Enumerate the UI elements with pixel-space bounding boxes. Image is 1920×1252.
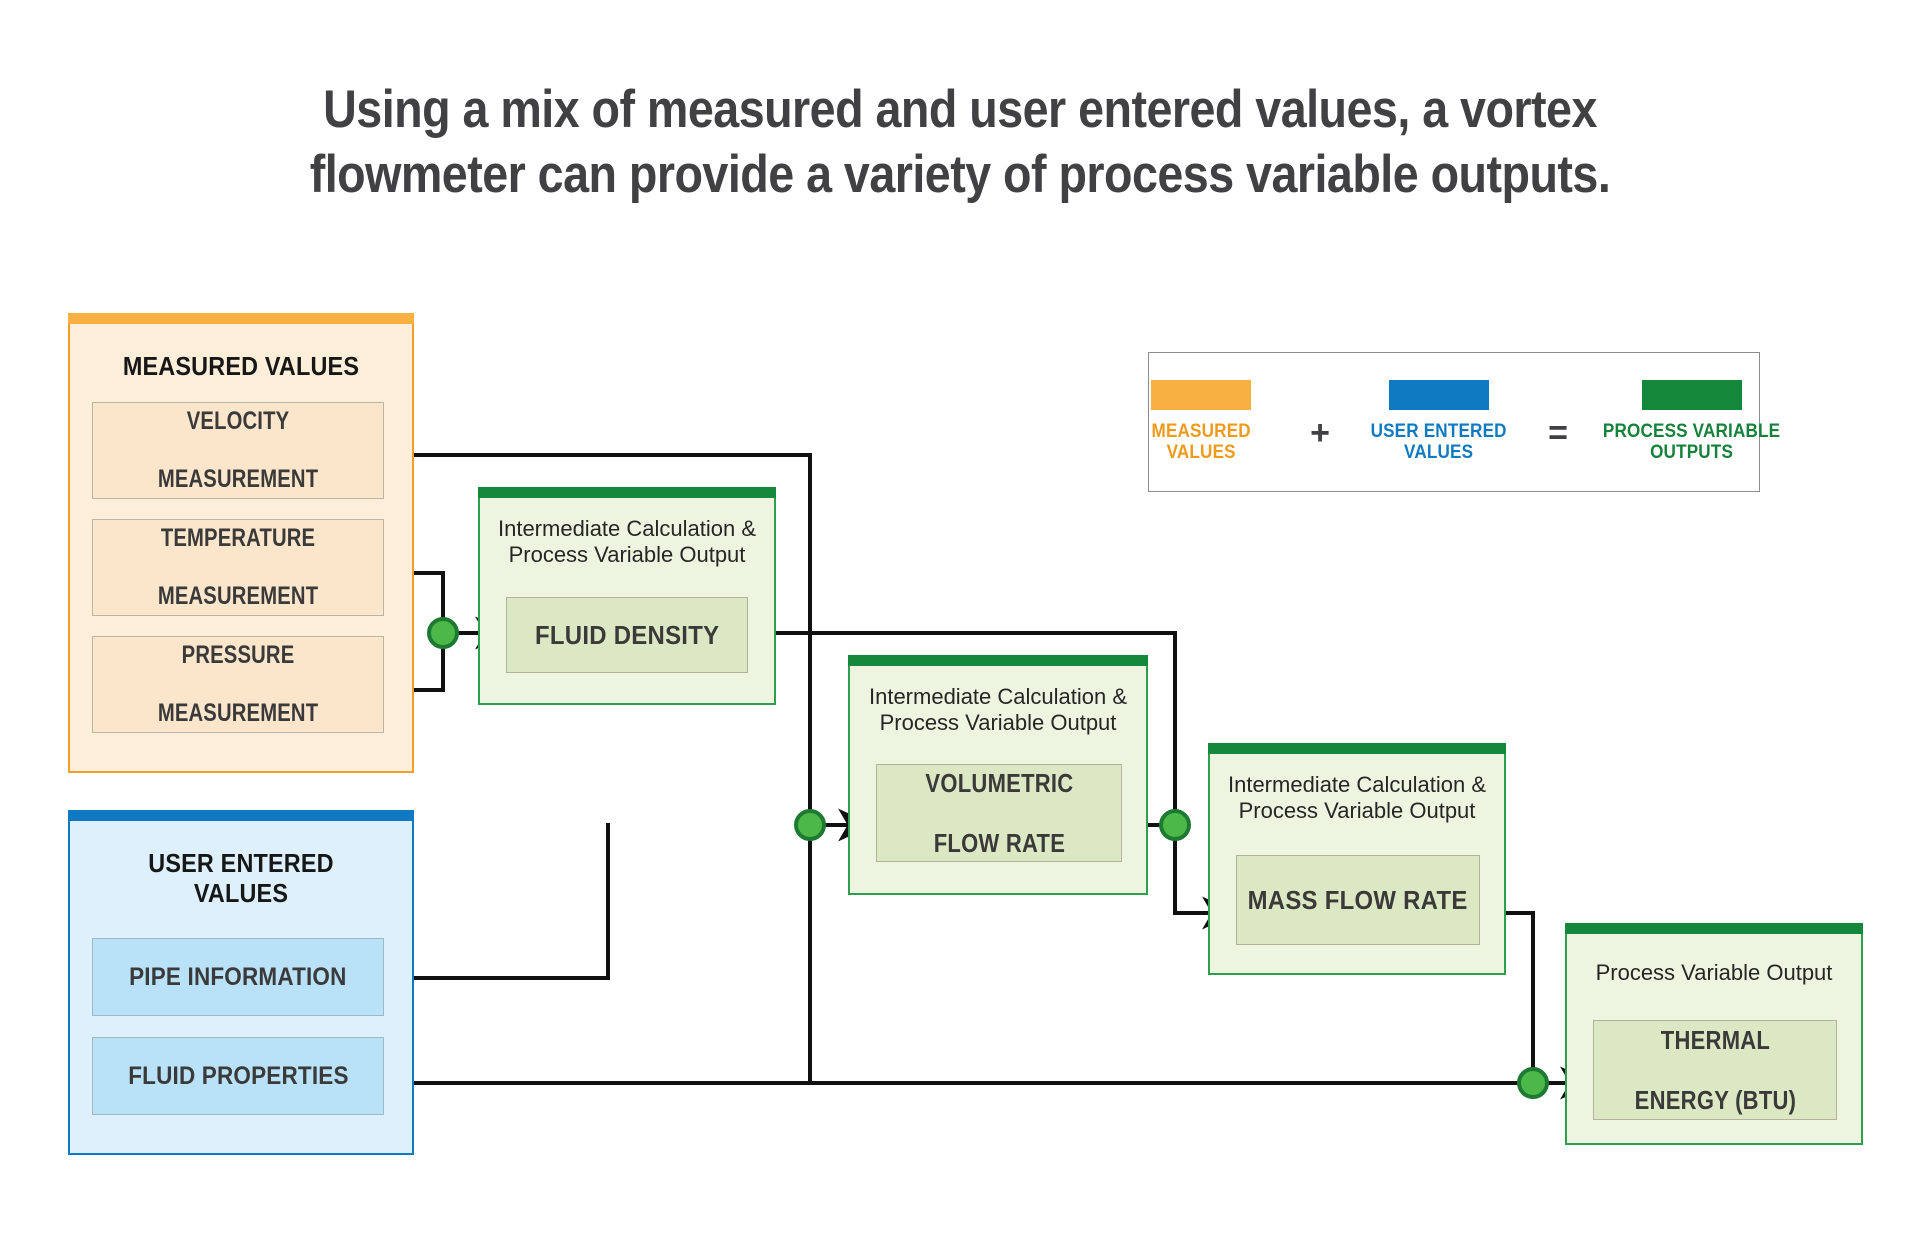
legend-item-measured-label: MEASURED VALUES <box>1151 421 1251 464</box>
volumetric-flow-rate-caption-line1: Intermediate Calculation & <box>868 684 1128 709</box>
measured-item-pressure-line2: MEASUREMENT <box>157 699 319 727</box>
thermal-energy-value: THERMAL ENERGY (BTU) <box>1593 1020 1837 1120</box>
fluid-density-value-text: FLUID DENSITY <box>534 619 720 650</box>
thermal-energy-value-line2: ENERGY (BTU) <box>1634 1085 1796 1116</box>
user-entered-heading-line1: USER ENTERED <box>148 848 334 878</box>
volumetric-flow-rate-value-line2: FLOW RATE <box>933 828 1065 859</box>
legend-item-measured: MEASURED VALUES <box>1111 380 1291 464</box>
legend-entered-line1: USER ENTERED <box>1370 421 1508 443</box>
legend-item-process-output-label: PROCESS VARIABLE OUTPUTS <box>1603 421 1781 464</box>
measured-item-temperature-line2: MEASUREMENT <box>157 582 319 610</box>
measured-values-accent-bar <box>68 313 414 327</box>
volumetric-flow-rate-value-line1: VOLUMETRIC <box>924 767 1074 798</box>
measured-values-group: MEASURED VALUES VELOCITY MEASUREMENT TEM… <box>68 313 414 773</box>
volumetric-flow-rate-caption-line2: Process Variable Output <box>879 710 1117 736</box>
entered-item-pipe-information[interactable]: PIPE INFORMATION <box>92 938 384 1016</box>
thermal-energy-accent-bar <box>1565 923 1863 937</box>
user-entered-swatch <box>1389 380 1489 411</box>
measured-item-pressure[interactable]: PRESSURE MEASUREMENT <box>92 636 384 733</box>
volumetric-flow-rate-value: VOLUMETRIC FLOW RATE <box>876 764 1122 862</box>
fluid-density-value: FLUID DENSITY <box>506 597 748 673</box>
fluid-density-body: Intermediate Calculation & Process Varia… <box>478 498 776 705</box>
fluid-density-caption-line1: Intermediate Calculation & <box>497 516 757 541</box>
user-entered-values-heading: USER ENTERED VALUES <box>87 848 395 908</box>
measured-item-velocity-line1: VELOCITY <box>186 407 290 435</box>
legend-row: MEASURED VALUES + USER ENTERED VALUES = … <box>1111 380 1797 464</box>
entered-item-pipe-information-label: PIPE INFORMATION <box>129 962 347 991</box>
thermal-energy-value-line1: THERMAL <box>1660 1024 1770 1055</box>
mass-flow-rate-caption-line1: Intermediate Calculation & <box>1227 772 1487 797</box>
legend-item-user-entered-label: USER ENTERED VALUES <box>1370 421 1508 464</box>
legend-entered-line2: VALUES <box>1404 442 1474 463</box>
fluid-density-accent-bar <box>478 487 776 501</box>
user-entered-heading-line2: VALUES <box>193 877 289 908</box>
legend-operator-equals: = <box>1548 413 1568 452</box>
wire-pipe-info-to-volumetric <box>393 823 610 980</box>
mass-flow-rate-value-text: MASS FLOW RATE <box>1247 884 1468 915</box>
thermal-energy-body: Process Variable Output THERMAL ENERGY (… <box>1565 934 1863 1145</box>
measured-item-pressure-line1: PRESSURE <box>181 641 295 669</box>
process-card-fluid-density[interactable]: Intermediate Calculation & Process Varia… <box>478 487 776 705</box>
measured-item-velocity[interactable]: VELOCITY MEASUREMENT <box>92 402 384 499</box>
mass-flow-rate-value: MASS FLOW RATE <box>1236 855 1480 945</box>
measured-swatch <box>1151 380 1251 411</box>
fluid-density-caption-line2: Process Variable Output <box>508 542 746 568</box>
legend-measured-line1: MEASURED <box>1151 421 1251 443</box>
entered-item-fluid-properties-label: FLUID PROPERTIES <box>127 1061 349 1090</box>
user-entered-values-group: USER ENTERED VALUES PIPE INFORMATION FLU… <box>68 810 414 1155</box>
mass-flow-rate-caption-line2: Process Variable Output <box>1238 798 1476 824</box>
legend-item-user-entered: USER ENTERED VALUES <box>1349 380 1529 464</box>
process-card-thermal-energy[interactable]: Process Variable Output THERMAL ENERGY (… <box>1565 923 1863 1145</box>
legend-item-process-output: PROCESS VARIABLE OUTPUTS <box>1587 380 1797 464</box>
mass-flow-rate-accent-bar <box>1208 743 1506 757</box>
entered-item-fluid-properties[interactable]: FLUID PROPERTIES <box>92 1037 384 1115</box>
legend-box: MEASURED VALUES + USER ENTERED VALUES = … <box>1148 352 1781 492</box>
measured-values-heading: MEASURED VALUES <box>122 351 360 381</box>
mass-flow-rate-body: Intermediate Calculation & Process Varia… <box>1208 754 1506 975</box>
junction-dot-mass <box>1159 809 1191 841</box>
legend-operator-plus: + <box>1310 413 1330 452</box>
measured-item-temperature-line1: TEMPERATURE <box>160 524 316 552</box>
thermal-energy-caption: Process Variable Output <box>1567 960 1861 986</box>
fluid-density-caption: Intermediate Calculation & Process Varia… <box>480 516 774 569</box>
legend-measured-line2: VALUES <box>1166 442 1236 463</box>
process-output-swatch <box>1642 380 1742 411</box>
process-card-mass-flow-rate[interactable]: Intermediate Calculation & Process Varia… <box>1208 743 1506 975</box>
junction-dot-thermal <box>1517 1067 1549 1099</box>
page-title: Using a mix of measured and user entered… <box>309 80 1611 204</box>
volumetric-flow-rate-body: Intermediate Calculation & Process Varia… <box>848 666 1148 895</box>
user-entered-values-body: USER ENTERED VALUES PIPE INFORMATION FLU… <box>68 821 414 1155</box>
measured-values-body: MEASURED VALUES VELOCITY MEASUREMENT TEM… <box>68 324 414 773</box>
measured-item-temperature[interactable]: TEMPERATURE MEASUREMENT <box>92 519 384 616</box>
volumetric-flow-rate-accent-bar <box>848 655 1148 669</box>
mass-flow-rate-caption: Intermediate Calculation & Process Varia… <box>1210 772 1504 825</box>
junction-dot-density <box>427 617 459 649</box>
legend-output-line2: OUTPUTS <box>1650 442 1734 463</box>
legend-output-line1: PROCESS VARIABLE <box>1603 421 1781 443</box>
thermal-energy-caption-line1: Process Variable Output <box>1595 960 1833 985</box>
measured-item-velocity-line2: MEASUREMENT <box>157 465 319 493</box>
junction-dot-volumetric <box>794 809 826 841</box>
process-card-volumetric-flow-rate[interactable]: Intermediate Calculation & Process Varia… <box>848 655 1148 895</box>
user-entered-values-accent-bar <box>68 810 414 824</box>
volumetric-flow-rate-caption: Intermediate Calculation & Process Varia… <box>850 684 1146 737</box>
